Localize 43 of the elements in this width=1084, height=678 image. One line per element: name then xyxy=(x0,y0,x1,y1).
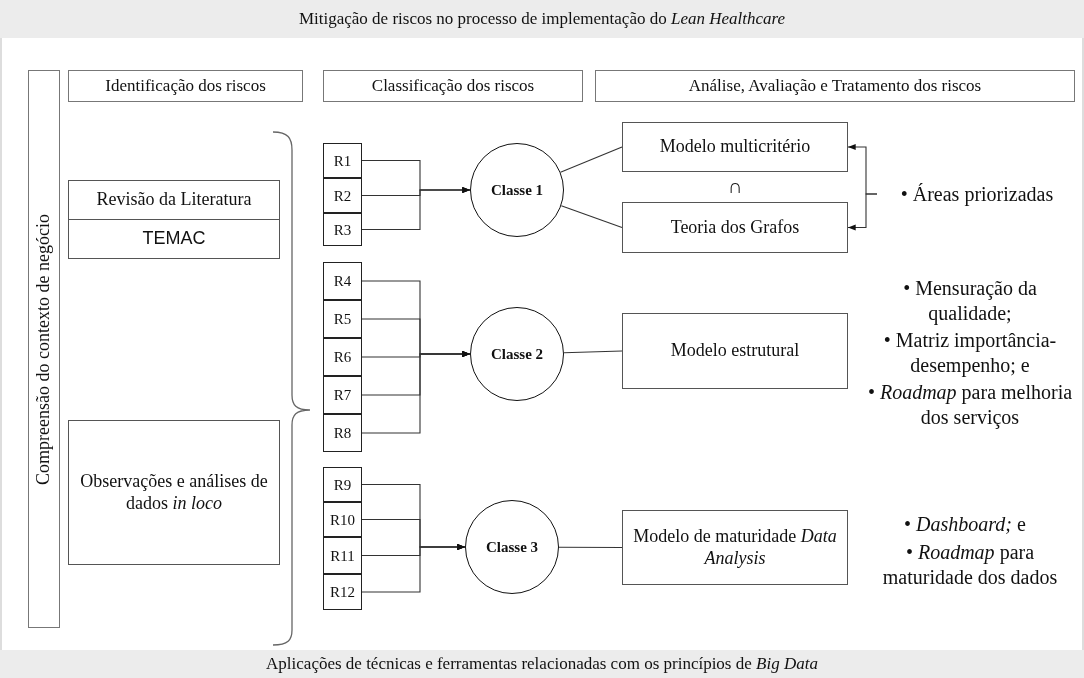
column-header: Classificação dos riscos xyxy=(323,70,583,102)
risk-box: R5 xyxy=(323,300,362,338)
vertical-label-box xyxy=(28,70,60,628)
column-header: Identificação dos riscos xyxy=(68,70,303,102)
bullet-text: • Dashboard; e xyxy=(903,512,1027,537)
bullet-text: • Áreas priorizadas xyxy=(877,176,1077,212)
process-box: Modelo estrutural xyxy=(622,313,848,389)
risk-box: R10 xyxy=(323,502,362,537)
class-circle: Classe 3 xyxy=(465,500,559,594)
connector-line xyxy=(559,146,623,173)
intersection-symbol: ∩ xyxy=(726,174,744,199)
arrow xyxy=(361,350,471,434)
risk-box: R4 xyxy=(323,262,362,300)
arrow xyxy=(361,543,466,593)
risk-box: R6 xyxy=(323,338,362,376)
class-circle: Classe 2 xyxy=(470,307,564,401)
process-box: Modelo multicritério xyxy=(622,122,848,172)
bullet-text: • Roadmap para maturidade dos dados xyxy=(881,540,1059,590)
process-box: TEMAC xyxy=(68,219,280,259)
banner: Aplicações de técnicas e ferramentas relacionadas com os princípios de Big Data xyxy=(0,650,1084,678)
process-box: Revisão da Literatura xyxy=(68,180,280,220)
vertical-label: Compreensão do contexto de negócio xyxy=(33,213,55,485)
column-header: Análise, Avaliação e Tratamento dos riscos xyxy=(595,70,1075,102)
risk-box: R11 xyxy=(323,537,362,574)
banner: Mitigação de riscos no processo de implementação do Lean Healthcare xyxy=(0,0,1084,38)
connector-line xyxy=(560,205,623,229)
risk-box: R8 xyxy=(323,414,362,452)
class-circle: Classe 1 xyxy=(470,143,564,237)
arrow xyxy=(361,186,471,231)
process-box: Observações e análises de dados in loco xyxy=(68,420,280,565)
arrow xyxy=(847,193,878,231)
risk-box: R12 xyxy=(323,574,362,610)
bullet-text: • Roadmap para melhoria dos serviços xyxy=(866,380,1074,430)
risk-box: R2 xyxy=(323,178,362,213)
risk-box: R3 xyxy=(323,213,362,246)
risk-box: R7 xyxy=(323,376,362,414)
risk-box: R1 xyxy=(323,143,362,178)
process-box: Modelo de maturidade Data Analysis xyxy=(622,510,848,585)
connector-line xyxy=(558,546,623,549)
bullet-text: • Mensuração da qualidade; xyxy=(902,276,1038,326)
risk-box: R9 xyxy=(323,467,362,502)
connector-line xyxy=(563,350,623,354)
process-box: Teoria dos Grafos xyxy=(622,202,848,253)
